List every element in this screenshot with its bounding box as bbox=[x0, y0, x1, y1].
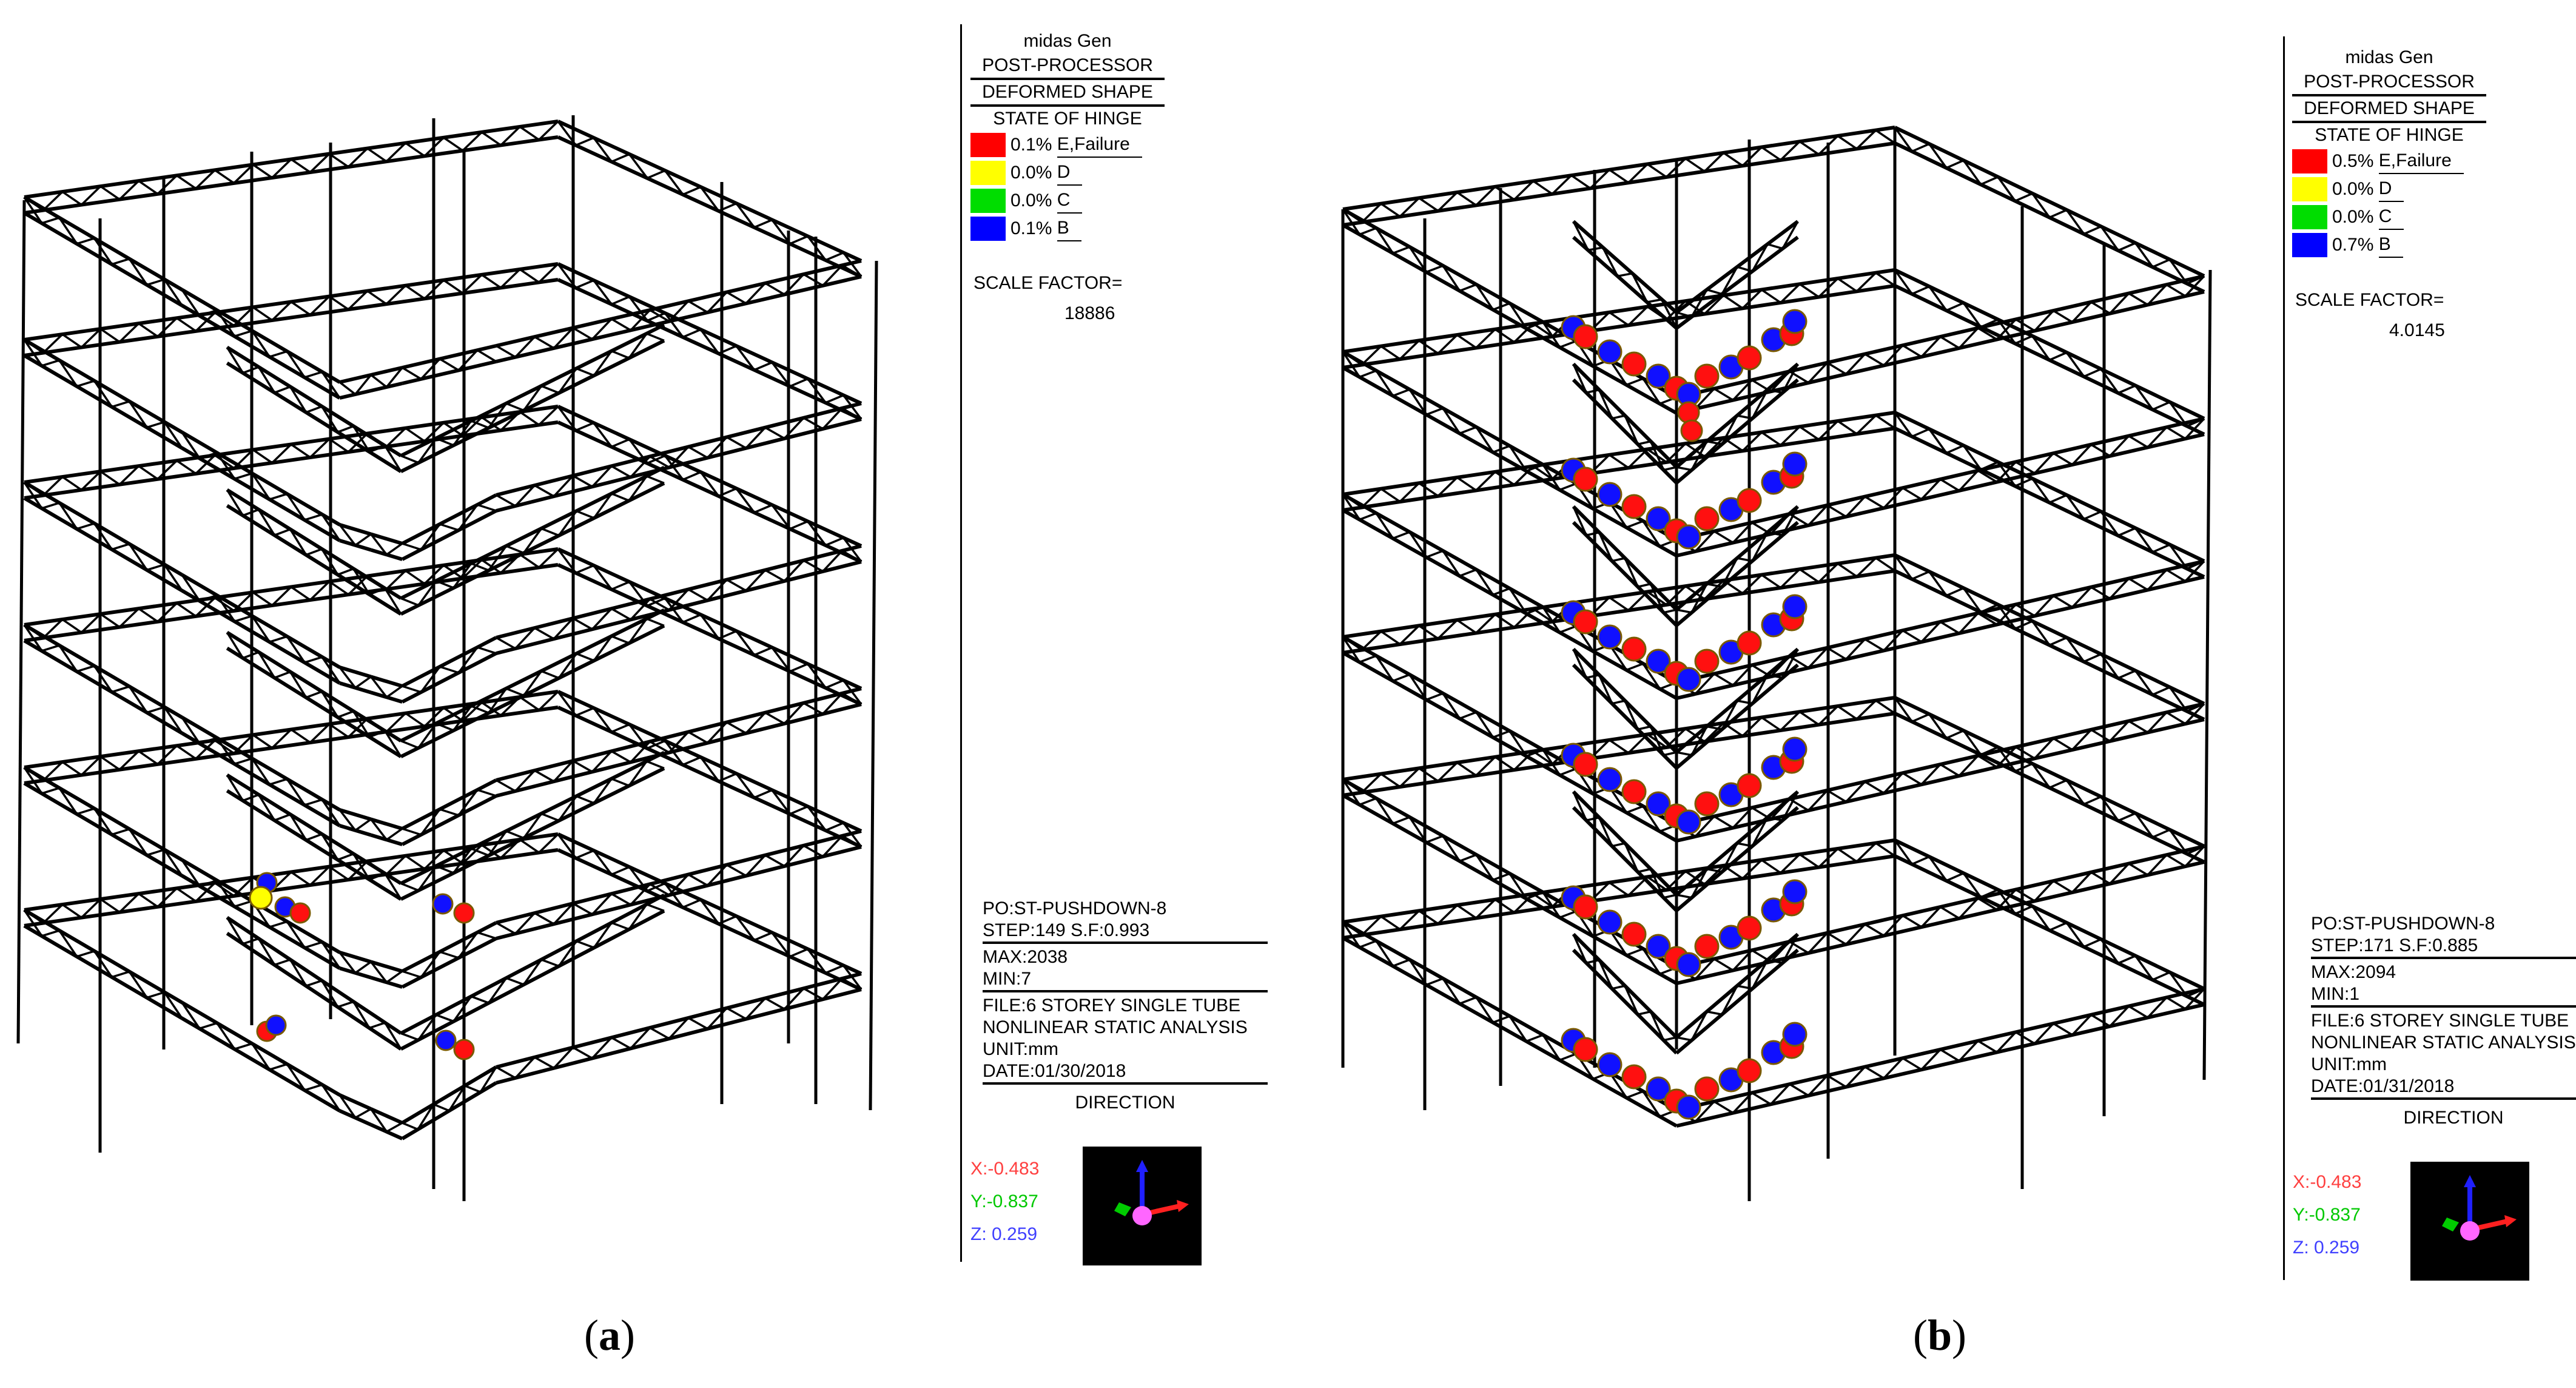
hinge-pct: 0.0% bbox=[2332, 179, 2374, 199]
legend-deformed-shape: DEFORMED SHAPE bbox=[2292, 96, 2486, 123]
swatch-red bbox=[970, 133, 1006, 157]
swatch-yellow bbox=[2292, 177, 2327, 201]
dir-z: Z: 0.259 bbox=[2293, 1238, 2360, 1258]
po-label: PO:ST-PUSHDOWN-8 bbox=[983, 898, 1167, 918]
caption-paren: ) bbox=[1952, 1311, 1967, 1359]
legend-state-of-hinge: STATE OF HINGE bbox=[993, 109, 1142, 129]
panel-b: midas Gen POST-PROCESSOR DEFORMED SHAPE … bbox=[1288, 0, 2576, 1388]
panel-divider-a bbox=[960, 24, 962, 1262]
dir-y: Y:-0.837 bbox=[2293, 1205, 2361, 1225]
min-label: MIN:1 bbox=[2311, 983, 2576, 1008]
legend-state-of-hinge: STATE OF HINGE bbox=[2315, 125, 2464, 145]
hinge-label: B bbox=[2378, 232, 2403, 258]
hinge-row-b: 0.1% B bbox=[970, 215, 1165, 243]
direction-label: DIRECTION bbox=[2403, 1108, 2504, 1128]
analysis-label: NONLINEAR STATIC ANALYSIS bbox=[2311, 1033, 2576, 1053]
truss-beams bbox=[1342, 126, 2205, 1128]
po-label: PO:ST-PUSHDOWN-8 bbox=[2311, 914, 2495, 934]
analysis-label: NONLINEAR STATIC ANALYSIS bbox=[983, 1017, 1248, 1037]
hinge-pct: 0.0% bbox=[2332, 207, 2374, 227]
hinge-row-c: 0.0% C bbox=[970, 187, 1165, 215]
caption-a: (a) bbox=[584, 1310, 635, 1361]
hinge-row-d: 0.0% D bbox=[970, 159, 1165, 187]
legend-post-processor: POST-PROCESSOR bbox=[2292, 70, 2486, 96]
app-name: midas Gen bbox=[2345, 47, 2433, 67]
hinges bbox=[1561, 309, 1808, 1120]
direction-label: DIRECTION bbox=[1075, 1093, 1175, 1113]
hinge-label: C bbox=[2378, 204, 2404, 230]
axis-triad-b bbox=[2410, 1162, 2529, 1281]
min-label: MIN:7 bbox=[983, 968, 1268, 992]
analysis-info-a: PO:ST-PUSHDOWN-8 STEP:149 S.F:0.993 MAX:… bbox=[983, 898, 1268, 1114]
step-label: STEP:171 S.F:0.885 bbox=[2311, 935, 2576, 959]
date-label: DATE:01/31/2018 bbox=[2311, 1076, 2576, 1100]
scale-factor-value: 18886 bbox=[1064, 303, 1115, 323]
hinge-row-b: 0.7% B bbox=[2292, 231, 2486, 259]
max-label: MAX:2038 bbox=[983, 947, 1068, 967]
swatch-blue bbox=[970, 217, 1006, 241]
caption-b: (b) bbox=[1913, 1310, 1966, 1361]
panel-divider-b bbox=[2283, 36, 2285, 1280]
panel-a: midas Gen POST-PROCESSOR DEFORMED SHAPE … bbox=[16, 24, 1268, 1361]
dir-x: X:-0.483 bbox=[2293, 1172, 2362, 1192]
hinge-legend-b: midas Gen POST-PROCESSOR DEFORMED SHAPE … bbox=[2292, 45, 2486, 259]
direction-values-a: X:-0.483 Y:-0.837 Z: 0.259 bbox=[970, 1153, 1039, 1251]
swatch-green bbox=[2292, 205, 2327, 229]
caption-paren: ( bbox=[1913, 1311, 1928, 1359]
axis-triad-a bbox=[1083, 1147, 1202, 1265]
axis-triad-icon bbox=[2442, 1175, 2517, 1241]
hinge-pct: 0.1% bbox=[1011, 135, 1052, 155]
dir-x: X:-0.483 bbox=[970, 1159, 1040, 1179]
caption-paren: ) bbox=[620, 1311, 635, 1359]
legend-deformed-shape: DEFORMED SHAPE bbox=[970, 80, 1165, 107]
axis-triad-icon bbox=[1114, 1160, 1189, 1225]
hinge-label: B bbox=[1057, 216, 1081, 241]
file-label: FILE:6 STOREY SINGLE TUBE bbox=[983, 996, 1241, 1016]
caption-letter: a bbox=[598, 1311, 620, 1359]
direction-values-b: X:-0.483 Y:-0.837 Z: 0.259 bbox=[2293, 1166, 2361, 1264]
deformed-structure-a bbox=[16, 115, 878, 1201]
step-label: STEP:149 S.F:0.993 bbox=[983, 920, 1268, 944]
hinge-pct: 0.0% bbox=[1011, 163, 1052, 183]
unit-label: UNIT:mm bbox=[2311, 1054, 2387, 1074]
hinges bbox=[249, 872, 475, 1060]
hinge-pct: 0.0% bbox=[1011, 190, 1052, 211]
file-label: FILE:6 STOREY SINGLE TUBE bbox=[2311, 1011, 2569, 1031]
hinge-row-c: 0.0% C bbox=[2292, 203, 2486, 231]
dir-y: Y:-0.837 bbox=[970, 1191, 1038, 1211]
hinge-row-e: 0.5% E,Failure bbox=[2292, 147, 2486, 175]
app-name: midas Gen bbox=[1023, 31, 1112, 51]
max-label: MAX:2094 bbox=[2311, 962, 2396, 982]
hinge-row-d: 0.0% D bbox=[2292, 175, 2486, 203]
dir-z: Z: 0.259 bbox=[970, 1224, 1038, 1244]
hinge-pct: 0.5% bbox=[2332, 151, 2374, 171]
hinge-row-e: 0.1% E,Failure bbox=[970, 131, 1165, 159]
hinge-legend-a: midas Gen POST-PROCESSOR DEFORMED SHAPE … bbox=[970, 29, 1165, 243]
swatch-yellow bbox=[970, 161, 1006, 185]
hinge-label: D bbox=[1057, 160, 1083, 186]
deformed-structure-b bbox=[1341, 126, 2212, 1201]
swatch-green bbox=[970, 189, 1006, 213]
hinge-label: E,Failure bbox=[2378, 149, 2464, 174]
scale-factor-label: SCALE FACTOR= bbox=[2295, 290, 2444, 310]
scale-factor-label: SCALE FACTOR= bbox=[974, 273, 1123, 293]
unit-label: UNIT:mm bbox=[983, 1039, 1058, 1059]
hinge-pct: 0.7% bbox=[2332, 235, 2374, 255]
scale-factor-value: 4.0145 bbox=[2389, 320, 2445, 340]
caption-paren: ( bbox=[584, 1311, 599, 1359]
swatch-blue bbox=[2292, 233, 2327, 257]
date-label: DATE:01/30/2018 bbox=[983, 1060, 1268, 1085]
truss-beams bbox=[23, 120, 863, 1140]
hinge-label: D bbox=[2378, 177, 2404, 202]
caption-letter: b bbox=[1927, 1311, 1952, 1359]
hinge-pct: 0.1% bbox=[1011, 218, 1052, 238]
legend-post-processor: POST-PROCESSOR bbox=[970, 53, 1165, 80]
analysis-info-b: PO:ST-PUSHDOWN-8 STEP:171 S.F:0.885 MAX:… bbox=[2311, 913, 2576, 1129]
hinge-label: E,Failure bbox=[1057, 132, 1142, 158]
hinge-label: C bbox=[1057, 188, 1083, 214]
swatch-red bbox=[2292, 149, 2327, 174]
